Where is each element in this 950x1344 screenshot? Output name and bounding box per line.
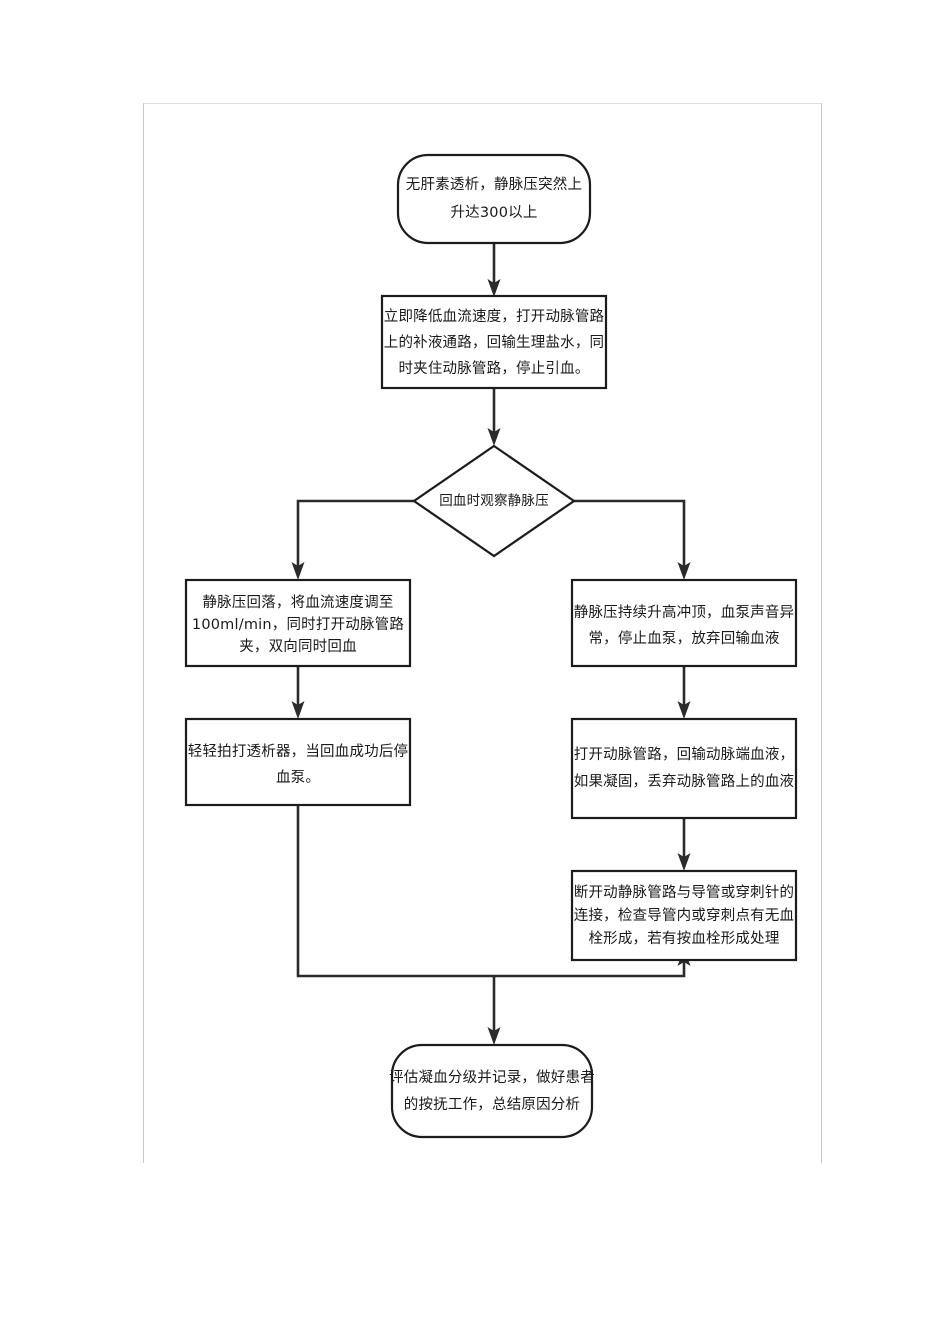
node-left2[interactable]: 轻轻拍打透析器，当回血成功后停 血泵。 bbox=[184, 717, 412, 807]
connector-decision-to-left1 bbox=[291, 499, 414, 580]
node-left1-line-1: 静脉压回落，将血流速度调至 bbox=[202, 594, 393, 611]
node-decision-label: 回血时观察静脉压 bbox=[439, 492, 549, 509]
node-right3-line-1: 断开动静脉管路与导管或穿刺针的 bbox=[574, 884, 795, 901]
connector-start-to-step1 bbox=[487, 243, 501, 297]
node-right1[interactable]: 静脉压持续升高冲顶，血泵声音异 常，停止血泵，放弃回输血液 bbox=[570, 578, 798, 668]
node-right3-line-2: 连接，检查导管内或穿刺点有无血 bbox=[574, 907, 795, 924]
node-right2-line-1: 打开动脉管路，回输动脉端血液， bbox=[574, 746, 795, 763]
node-decision[interactable]: 回血时观察静脉压 bbox=[412, 444, 576, 558]
node-left2-line-2: 血泵。 bbox=[276, 769, 320, 786]
node-right2-line-2: 如果凝固，丢弃动脉管路上的血液 bbox=[574, 773, 795, 790]
connector-right2-to-right3 bbox=[677, 818, 691, 871]
node-right1-line-1: 静脉压持续升高冲顶，血泵声音异 bbox=[574, 603, 795, 621]
node-start-line-1: 无肝素透析，静脉压突然上 bbox=[406, 176, 582, 193]
node-left2-line-1: 轻轻拍打透析器，当回血成功后停 bbox=[188, 743, 409, 760]
connector-left1-to-left2 bbox=[291, 666, 305, 719]
node-step1-line-1: 立即降低血流速度，打开动脉管路 bbox=[384, 308, 605, 325]
node-left1[interactable]: 静脉压回落，将血流速度调至 100ml/min，同时打开动脉管路 夹，双向同时回… bbox=[184, 578, 412, 668]
node-step1-line-3: 时夹住动脉管路，停止引血。 bbox=[398, 360, 589, 377]
connector-decision-to-right1 bbox=[574, 499, 691, 580]
node-step1[interactable]: 立即降低血流速度，打开动脉管路 上的补液通路，回输生理盐水，同 时夹住动脉管路，… bbox=[380, 294, 608, 390]
node-left1-line-2: 100ml/min，同时打开动脉管路 bbox=[192, 616, 404, 633]
node-end-line-1: 评估凝血分级并记录，做好患者 bbox=[389, 1069, 595, 1086]
connector-right1-to-right2 bbox=[677, 666, 691, 719]
node-start[interactable]: 无肝素透析，静脉压突然上 升达300以上 bbox=[396, 153, 592, 245]
node-start-line-2: 升达300以上 bbox=[450, 204, 537, 221]
node-end-line-2: 的按抚工作，总结原因分析 bbox=[404, 1096, 580, 1113]
node-step1-line-2: 上的补液通路，回输生理盐水，同 bbox=[384, 334, 605, 351]
connector-merge-to-end bbox=[487, 976, 501, 1045]
node-right3-line-3: 栓形成，若有按血栓形成处理 bbox=[588, 930, 779, 947]
node-right2[interactable]: 打开动脉管路，回输动脉端血液， 如果凝固，丢弃动脉管路上的血液 bbox=[570, 717, 798, 820]
node-right3[interactable]: 断开动静脉管路与导管或穿刺针的 连接，检查导管内或穿刺点有无血 栓形成，若有按血… bbox=[570, 869, 798, 962]
node-end[interactable]: 评估凝血分级并记录，做好患者 的按抚工作，总结原因分析 bbox=[389, 1043, 595, 1139]
connector-step1-to-decision bbox=[487, 388, 501, 446]
node-left1-line-3: 夹，双向同时回血 bbox=[239, 638, 357, 655]
node-right1-line-2: 常，停止血泵，放弃回输血液 bbox=[588, 630, 779, 647]
